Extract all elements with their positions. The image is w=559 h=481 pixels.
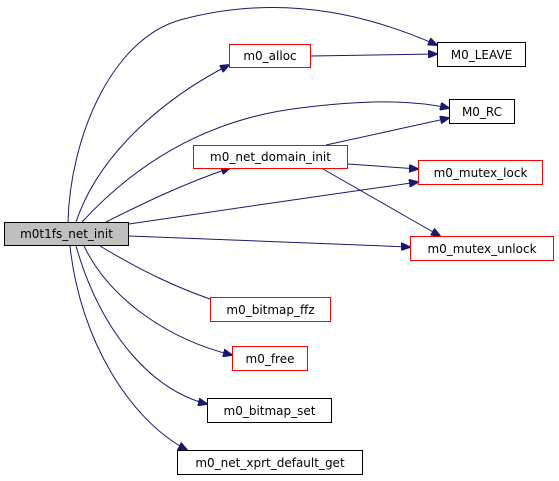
edge-domain_init-to-mutex_lock bbox=[347, 163, 418, 169]
node-label: m0_mutex_unlock bbox=[427, 241, 537, 256]
edge-alloc-to-leave bbox=[310, 54, 437, 56]
node-label: m0_mutex_lock bbox=[433, 165, 528, 180]
node-label: m0_free bbox=[245, 351, 295, 366]
node-label: m0_net_xprt_default_get bbox=[195, 455, 345, 470]
node-m0-mutex-lock[interactable]: m0_mutex_lock bbox=[418, 160, 543, 185]
node-label: m0_alloc bbox=[243, 49, 297, 63]
node-m0-bitmap-ffz[interactable]: m0_bitmap_ffz bbox=[210, 297, 331, 322]
edge-root-to-mutex_lock bbox=[128, 182, 418, 225]
node-label: m0_bitmap_set bbox=[223, 403, 316, 418]
edge-root-to-bitmap_ffz bbox=[99, 245, 225, 304]
edge-root-to-rc bbox=[81, 101, 449, 223]
edge-root-to-free bbox=[83, 245, 232, 355]
node-label: M0_RC bbox=[461, 104, 503, 119]
node-m0-rc[interactable]: M0_RC bbox=[449, 99, 515, 124]
edge-root-to-alloc bbox=[75, 65, 229, 223]
node-label: M0_LEAVE bbox=[450, 47, 513, 62]
node-m0-free[interactable]: m0_free bbox=[232, 346, 308, 371]
edge-root-to-bitmap_set bbox=[75, 245, 207, 404]
edge-root-to-domain_init bbox=[105, 168, 230, 223]
edge-root-to-xprt_default_get bbox=[69, 245, 187, 450]
node-label: m0_net_domain_init bbox=[210, 150, 331, 164]
node-m0-leave[interactable]: M0_LEAVE bbox=[437, 42, 526, 67]
node-m0-net-domain-init[interactable]: m0_net_domain_init bbox=[193, 145, 348, 169]
edges bbox=[67, 6, 449, 450]
node-m0t1fs-net-init: m0t1fs_net_init bbox=[4, 222, 129, 246]
node-label: m0_bitmap_ffz bbox=[226, 302, 315, 317]
node-m0-bitmap-set[interactable]: m0_bitmap_set bbox=[207, 398, 332, 423]
edge-root-to-mutex_unlock bbox=[128, 235, 410, 247]
node-m0-net-xprt-default-get[interactable]: m0_net_xprt_default_get bbox=[177, 450, 363, 475]
edge-domain_init-to-mutex_unlock bbox=[322, 168, 440, 236]
node-m0-alloc[interactable]: m0_alloc bbox=[229, 44, 311, 68]
node-m0-mutex-unlock[interactable]: m0_mutex_unlock bbox=[410, 236, 554, 261]
edge-root-to-leave bbox=[67, 6, 437, 223]
node-label: m0t1fs_net_init bbox=[20, 227, 113, 241]
edge-domain_init-to-rc bbox=[325, 118, 449, 146]
